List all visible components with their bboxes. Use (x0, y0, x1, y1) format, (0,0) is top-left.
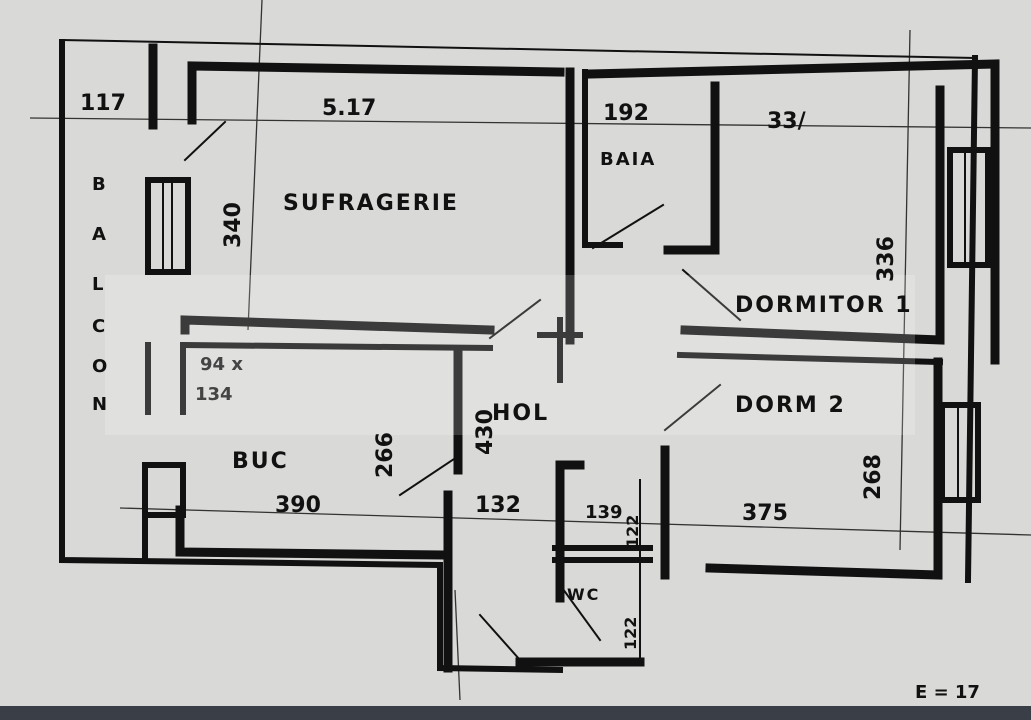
balcony-letter: N (92, 394, 109, 415)
dim-bedroom1-width: 33/ (767, 109, 807, 134)
dim-kitchen-width: 390 (275, 493, 321, 518)
balcony-letter: L (92, 274, 105, 295)
dim-kitchen-small-a: 94 x (200, 354, 243, 375)
dim-wc-depth: 122 (621, 617, 640, 650)
balcony-letter: B (92, 174, 108, 195)
room-label-bedroom1: DORMITOR 1 (735, 293, 913, 318)
dim-kitchen-depth: 266 (373, 432, 398, 478)
walls (59, 38, 1000, 674)
room-labels: SUFRAGERIE BAIA DORMITOR 1 DORM 2 HOL BU… (92, 149, 913, 604)
dim-storage-width: 139 (585, 502, 623, 523)
balcony-letter: A (92, 224, 108, 245)
room-label-wc: WC (567, 585, 600, 604)
dim-bath-width: 192 (603, 101, 649, 126)
dim-bedroom2-width: 375 (742, 501, 788, 526)
dim-kitchen-small-b: 134 (195, 384, 233, 405)
dim-storage-depth: 122 (623, 515, 642, 548)
room-label-kitchen: BUC (232, 449, 289, 474)
bottom-edge (0, 706, 1031, 720)
dim-hall-length: 430 (473, 409, 498, 455)
watermark (105, 275, 915, 435)
dim-living-depth: 340 (221, 202, 246, 248)
dim-living-width: 5.17 (322, 96, 376, 121)
dim-bedroom2-depth: 268 (861, 454, 886, 500)
guide-lines (29, 0, 1031, 701)
room-label-living: SUFRAGERIE (283, 191, 459, 216)
balcony-letter: O (92, 356, 109, 377)
dim-hall-width: 132 (475, 493, 521, 518)
dimension-labels: 117 5.17 340 192 33/ 336 268 375 390 266… (80, 91, 980, 703)
room-label-bedroom2: DORM 2 (735, 393, 846, 418)
dim-balcony-width: 117 (80, 91, 126, 116)
balcony-letter: C (92, 316, 107, 337)
scale-note: E = 17 (915, 682, 980, 703)
room-label-bath: BAIA (600, 149, 656, 170)
dim-bedroom1-depth: 336 (874, 236, 899, 282)
room-label-hall: HOL (492, 401, 549, 426)
